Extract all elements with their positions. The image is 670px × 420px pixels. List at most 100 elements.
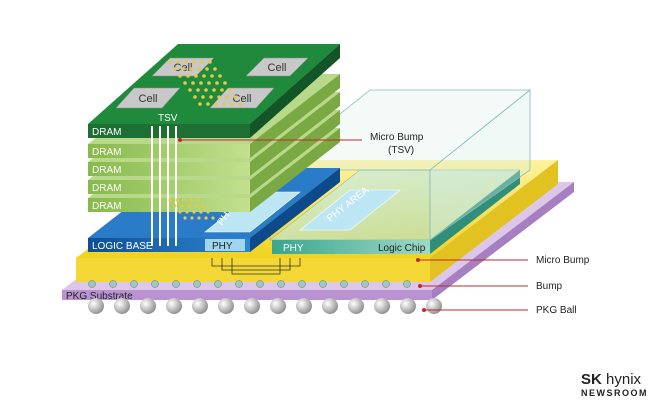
tsv-dot — [214, 102, 218, 106]
dram-label-3: DRAM — [92, 183, 121, 194]
tsv-dot — [168, 60, 172, 64]
tsv-dot — [212, 88, 216, 92]
tsv-dot — [204, 88, 208, 92]
base-dot — [201, 204, 205, 208]
bump — [361, 280, 369, 288]
tsv-dot — [199, 81, 203, 85]
tsv-dot — [201, 95, 205, 99]
interposer-wiring — [211, 258, 301, 275]
base-dot — [190, 216, 194, 220]
bump — [130, 280, 138, 288]
bump — [193, 280, 201, 288]
tsv-dot — [194, 74, 198, 78]
pkg-substrate-label: PKG Substrate — [66, 291, 133, 302]
cell-label-4: Cell — [233, 93, 252, 105]
bump — [151, 280, 159, 288]
pkg-ball — [218, 298, 234, 314]
pkg-ball — [270, 298, 286, 314]
tsv-dot — [186, 74, 190, 78]
cell-4: Cell — [209, 87, 275, 109]
bump — [382, 280, 390, 288]
base-dot — [182, 198, 186, 202]
cell-2: Cell — [245, 57, 309, 77]
tsv-dot — [206, 102, 210, 106]
tsv-dot — [176, 60, 180, 64]
tsv-dot — [192, 60, 196, 64]
base-dot — [178, 210, 182, 214]
base-dot — [185, 210, 189, 214]
base-dot — [197, 216, 201, 220]
bump — [319, 280, 327, 288]
tsv-dot — [184, 60, 188, 64]
tsv-dot — [222, 102, 226, 106]
base-dot — [175, 198, 179, 202]
pkg-balls — [88, 298, 442, 314]
bump — [88, 280, 96, 288]
logic-chip-label: Logic Chip — [378, 243, 426, 254]
bump — [403, 280, 411, 288]
tsv-dots — [168, 60, 242, 106]
base-dot — [204, 216, 208, 220]
annotation-markers — [178, 138, 426, 312]
tsv-dot — [196, 88, 200, 92]
base-dots — [168, 198, 215, 220]
cell-label-3: Cell — [139, 93, 158, 105]
bump — [214, 280, 222, 288]
brand-logo-main: SK hynix — [581, 372, 648, 388]
tsv-dot — [207, 81, 211, 85]
pkg-ball — [192, 298, 208, 314]
tsv-dot — [200, 60, 204, 64]
logic-base-label: LOGIC BASE — [92, 241, 153, 252]
tsv-columns — [151, 126, 177, 246]
dram-label-1: DRAM — [92, 147, 121, 158]
pkg-ball — [322, 298, 338, 314]
base-dot — [187, 204, 191, 208]
dram-label-2: DRAM — [92, 165, 121, 176]
base-dot — [206, 210, 210, 214]
tsv-dot — [223, 81, 227, 85]
bump — [256, 280, 264, 288]
pkg-ball — [166, 298, 182, 314]
tsv-dot — [215, 81, 219, 85]
tsv-dot — [233, 95, 237, 99]
base-dot — [168, 198, 172, 202]
pkg-ball — [426, 298, 442, 314]
tsv-dot — [189, 67, 193, 71]
dram-top-label: DRAM — [92, 127, 121, 138]
base-dot — [189, 198, 193, 202]
chip-phy-label: PHY — [283, 243, 304, 254]
tsv-dot — [208, 60, 212, 64]
base-dot — [211, 216, 215, 220]
brand-logo: SK hynix NEWSROOM — [581, 372, 648, 399]
cell-3: Cell — [115, 87, 181, 109]
annotation-micro-bump-tsv-1: Micro Bump — [370, 132, 424, 143]
logic-chip: PHY AREA PHY Logic Chip — [269, 169, 521, 254]
tsv-dot — [228, 88, 232, 92]
annotation-micro-bump-tsv-2: (TSV) — [388, 145, 414, 156]
base-dot — [183, 216, 187, 220]
tsv-dot — [173, 67, 177, 71]
tsv-label: TSV — [158, 113, 178, 124]
tsv-dot — [183, 81, 187, 85]
brand-logo-sub: NEWSROOM — [581, 388, 648, 398]
dram-label-4: DRAM — [92, 201, 121, 212]
dram-top: DRAM Cell Cell Cell Cell TSV — [88, 44, 340, 138]
pkg-ball — [296, 298, 312, 314]
base-dot — [199, 210, 203, 214]
tsv-dot — [213, 67, 217, 71]
base-phy-label: PHY — [212, 241, 233, 252]
pkg-ball — [140, 298, 156, 314]
tsv-dot — [217, 95, 221, 99]
brand-logo-rest: hynix — [606, 371, 642, 388]
tsv-dot — [220, 88, 224, 92]
tsv-dot — [188, 88, 192, 92]
cell-label-2: Cell — [268, 62, 287, 74]
base-dot — [192, 210, 196, 214]
base-dot — [196, 198, 200, 202]
annotation-pkg-ball: PKG Ball — [536, 305, 577, 316]
tsv-dot — [198, 102, 202, 106]
tsv-dot — [197, 67, 201, 71]
tsv-dot — [202, 74, 206, 78]
brand-logo-bold: SK — [581, 371, 602, 388]
